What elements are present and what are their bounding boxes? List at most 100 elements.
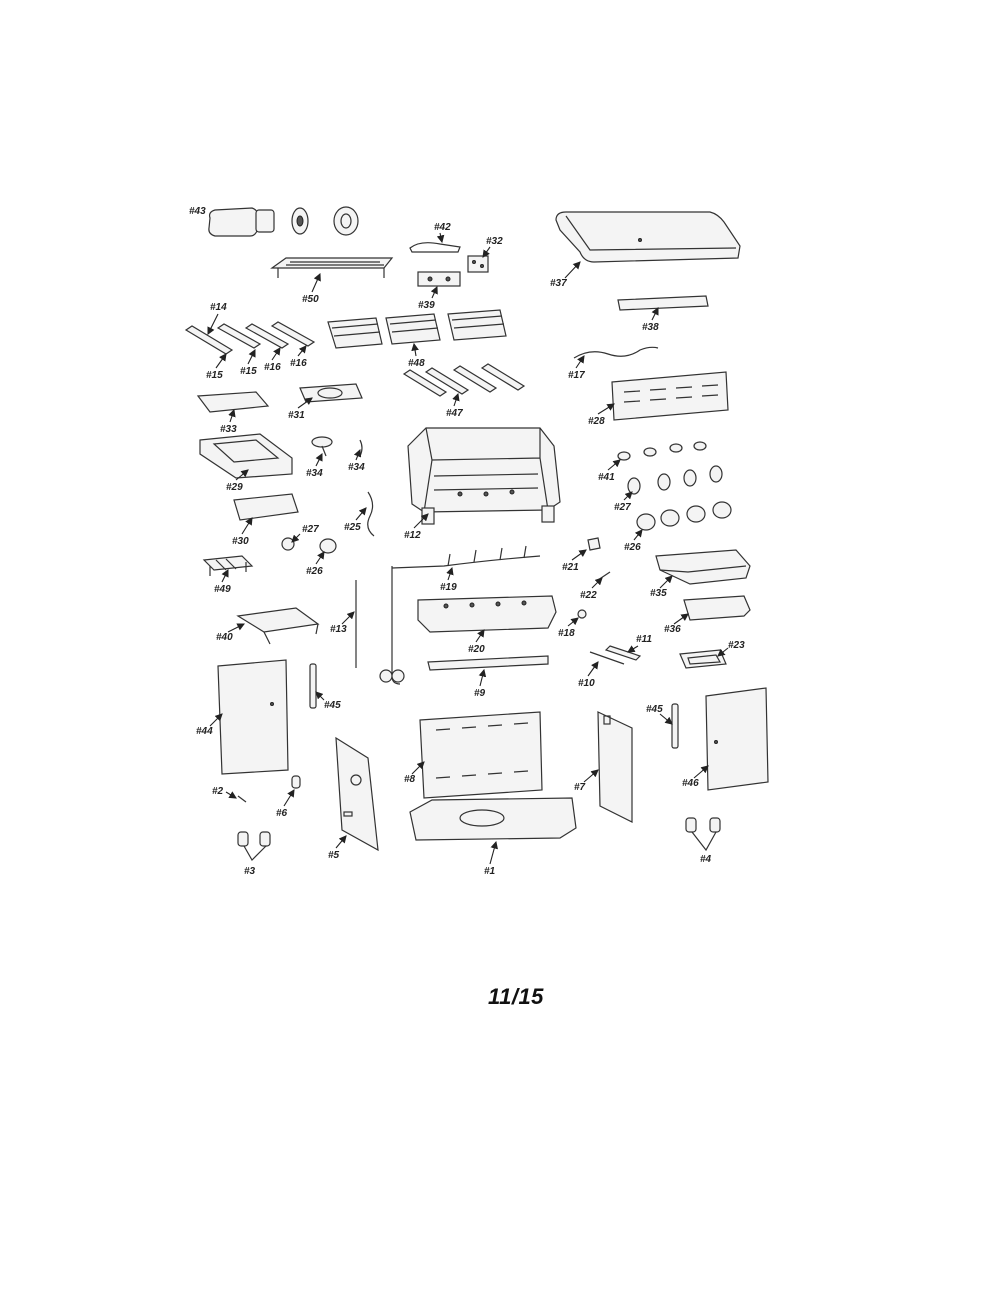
part-50-warming-rack	[270, 257, 394, 278]
part-40-side-shelf-left	[236, 607, 320, 645]
label-27b: #27	[614, 502, 631, 513]
label-18: #18	[558, 628, 575, 639]
part-20-front-frame	[417, 595, 557, 633]
label-14: #14	[210, 302, 227, 313]
label-33: #33	[220, 424, 237, 435]
part-18-clip	[577, 609, 587, 619]
label-20: #20	[468, 644, 485, 655]
part-2-screw	[237, 795, 247, 803]
label-31: #31	[288, 410, 305, 421]
part-31-side-burner	[299, 383, 363, 403]
label-37: #37	[550, 278, 567, 289]
label-35: #35	[650, 588, 667, 599]
part-42-hook	[409, 242, 461, 253]
part-47-flame-tamers	[402, 363, 526, 397]
label-22: #22	[580, 590, 597, 601]
part-9-rail	[427, 655, 549, 671]
label-13: #13	[330, 624, 347, 635]
part-30-shelf-cover	[233, 493, 299, 521]
part-14-16-burner-tubes	[184, 321, 316, 355]
label-17: #17	[568, 370, 585, 381]
part-33-side-burner-grate	[196, 391, 270, 413]
label-43: #43	[189, 206, 206, 217]
part-34-valve-parts	[311, 436, 363, 457]
part-10-11-supports	[589, 645, 642, 665]
label-15b: #15	[240, 366, 257, 377]
label-39: #39	[418, 300, 435, 311]
label-29: #29	[226, 482, 243, 493]
label-41: #41	[598, 472, 615, 483]
part-28-control-panel	[611, 371, 729, 421]
part-32-bracket	[467, 255, 489, 273]
part-17-ignitor-wire	[573, 346, 659, 359]
label-7: #7	[574, 782, 586, 793]
page-number: 11/15	[488, 984, 544, 1009]
label-45a: #45	[324, 700, 341, 711]
label-16a: #16	[264, 362, 281, 373]
label-26b: #26	[624, 542, 641, 553]
part-49-warming-grate	[202, 555, 254, 576]
label-15a: #15	[206, 370, 223, 381]
part-23-grease-tray	[679, 649, 727, 669]
label-47: #47	[446, 408, 463, 419]
label-50: #50	[302, 294, 319, 305]
part-36-drawer	[683, 595, 751, 621]
part-1-bottom-tray	[409, 797, 577, 841]
part-29-side-shelf-frame	[199, 433, 293, 479]
part-43-rotisserie-motor	[208, 206, 359, 237]
label-45b: #45	[646, 704, 663, 715]
part-26-knobs	[636, 501, 732, 531]
label-9: #9	[474, 688, 486, 699]
part-48-cooking-grates	[327, 309, 507, 349]
label-23: #23	[728, 640, 745, 651]
label-1: #1	[484, 866, 496, 877]
label-11: #11	[636, 634, 652, 645]
label-27a: #27	[302, 524, 319, 535]
label-12: #12	[404, 530, 421, 541]
label-8: #8	[404, 774, 416, 785]
label-30: #30	[232, 536, 249, 547]
label-16b: #16	[290, 358, 307, 369]
part-35-side-shelf-right	[655, 549, 751, 585]
label-10: #10	[578, 678, 595, 689]
label-4: #4	[700, 854, 712, 865]
label-49: #49	[214, 584, 231, 595]
part-6-caster-lock	[291, 775, 301, 789]
label-46: #46	[682, 778, 699, 789]
label-48: #48	[408, 358, 425, 369]
part-41-bezels	[617, 441, 707, 461]
part-22-electrode	[597, 571, 611, 581]
part-27-valves	[627, 465, 723, 495]
label-6: #6	[276, 808, 288, 819]
label-40: #40	[216, 632, 233, 643]
part-12-firebox	[407, 427, 561, 525]
part-4-casters-right	[685, 817, 721, 833]
part-27-side-valve	[281, 537, 295, 551]
part-45-left-handle	[309, 663, 317, 709]
label-21: #21	[562, 562, 579, 573]
label-3: #3	[244, 866, 256, 877]
part-38-handle	[617, 295, 709, 311]
label-34b: #34	[348, 462, 365, 473]
label-38: #38	[642, 322, 659, 333]
part-7-right-side-panel	[597, 711, 633, 823]
label-32: #32	[486, 236, 503, 247]
part-5-left-side-panel	[335, 736, 379, 852]
part-37-lid	[555, 211, 741, 263]
label-2: #2	[212, 786, 224, 797]
label-36: #36	[664, 624, 681, 635]
label-25: #25	[344, 522, 361, 533]
label-34a: #34	[306, 468, 323, 479]
part-25-hose	[367, 491, 375, 537]
label-26a: #26	[306, 566, 323, 577]
part-39-heat-shield	[417, 271, 461, 287]
label-5: #5	[328, 850, 340, 861]
part-19-manifold	[391, 545, 541, 569]
part-46-right-door	[705, 687, 769, 791]
part-13-gas-line	[355, 566, 405, 685]
part-3-casters-left	[237, 831, 271, 847]
part-44-left-door	[217, 659, 289, 775]
label-19: #19	[440, 582, 457, 593]
